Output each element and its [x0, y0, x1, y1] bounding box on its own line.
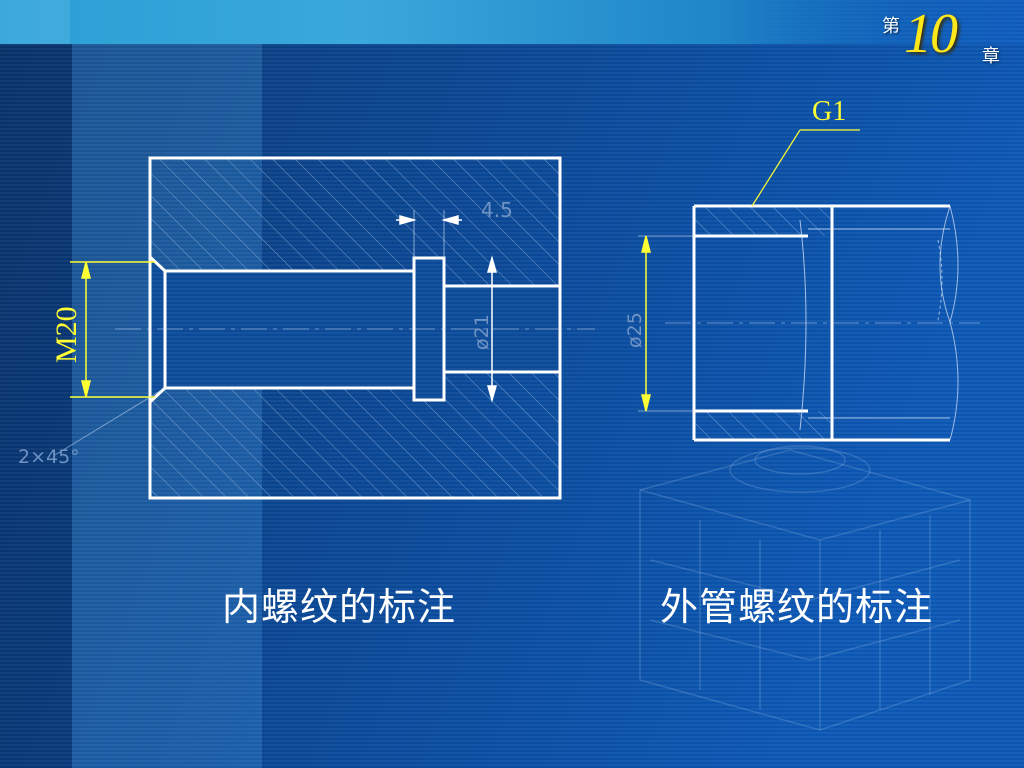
- pipe-diameter-label: ø25: [624, 312, 646, 348]
- relief-groove: [412, 256, 446, 402]
- groove-width-dimension: [396, 210, 462, 258]
- chapter-badge: 第 10 章: [880, 3, 1010, 72]
- m20-dimension: [70, 261, 155, 398]
- groove-diameter-label: ø21: [471, 314, 493, 350]
- groove-diameter-dimension: [487, 255, 497, 403]
- chamfer-label: 2×45°: [18, 446, 80, 468]
- pipe-wall-bottom: [694, 411, 832, 440]
- chapter-prefix: 第: [882, 16, 900, 37]
- groove-width-label: 4.5: [481, 198, 513, 222]
- left-part-outline: [148, 156, 562, 500]
- chamfer-leader: [54, 387, 166, 456]
- chapter-suffix: 章: [982, 46, 1000, 67]
- m20-label: M20: [50, 306, 83, 363]
- pipe-diameter-dimension: [638, 235, 694, 412]
- g1-leader: [751, 129, 860, 207]
- internal-thread-caption: 内螺纹的标注: [222, 585, 457, 629]
- g1-label: G1: [812, 96, 846, 127]
- external-pipe-thread-caption: 外管螺纹的标注: [660, 585, 934, 629]
- decorative-machine-watermark: [639, 445, 971, 731]
- internal-thread-drawing: M20 2×45° 4.5 ø21: [18, 156, 595, 500]
- chapter-number: 10: [904, 3, 958, 65]
- pipe-break-lines: [937, 205, 959, 441]
- external-pipe-thread-drawing: G1 ø25: [624, 96, 980, 442]
- pipe-wall-top: [694, 206, 832, 236]
